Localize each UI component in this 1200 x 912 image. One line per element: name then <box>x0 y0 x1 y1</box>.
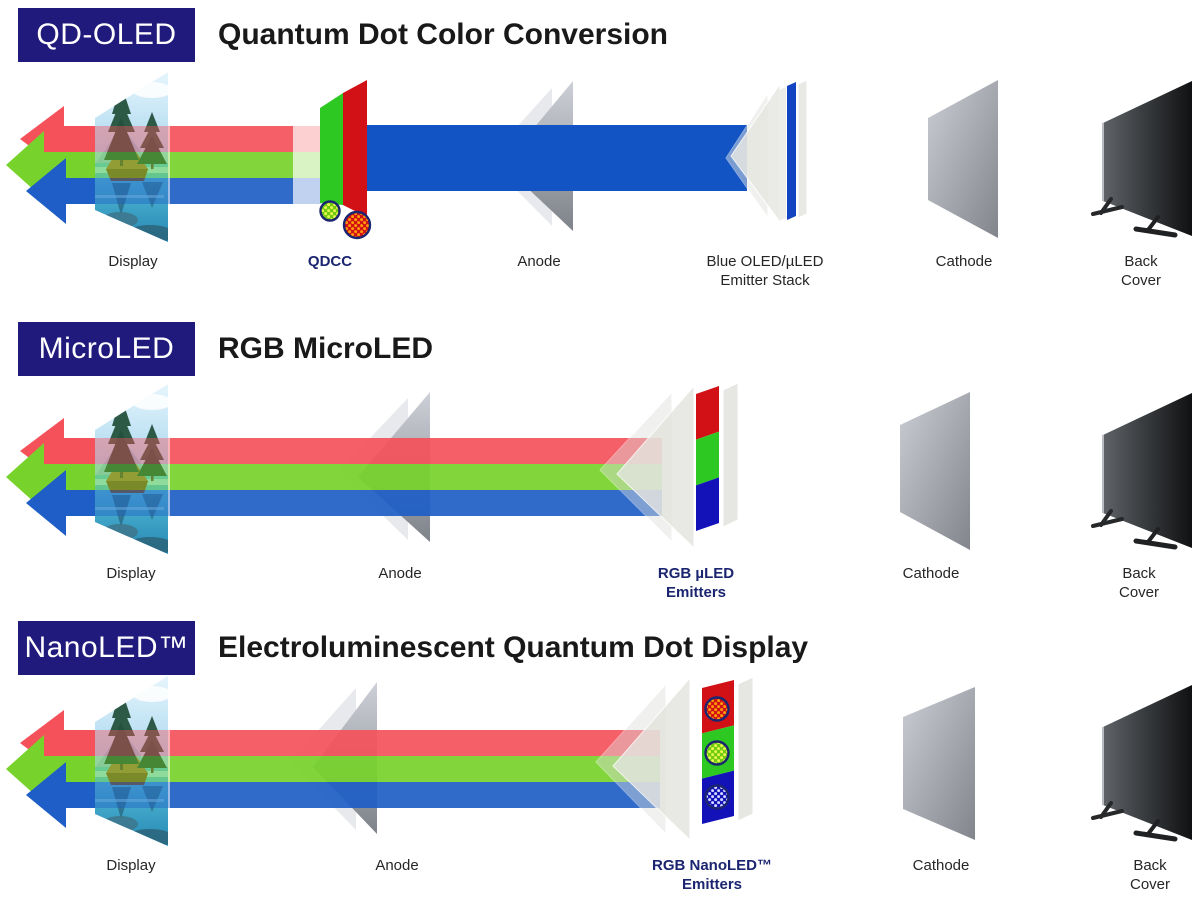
label-cathode: Cathode <box>912 857 970 874</box>
rgb-light-beam <box>6 106 293 224</box>
badge-microled: MicroLED <box>18 322 195 376</box>
row-header-microled: MicroLED RGB MicroLED <box>0 322 1200 380</box>
diagram-microled: Display Anode RGB µLED Emitters Cathode … <box>0 380 1200 620</box>
back-cover-tv <box>1091 685 1192 842</box>
row-header-nanoled: NanoLED™ Electroluminescent Quantum Dot … <box>0 621 1200 679</box>
diagram-nanoled: Display Anode RGB NanoLED™ Emitters Cath… <box>0 672 1200 912</box>
cathode-shape <box>903 687 975 840</box>
label-cathode: Cathode <box>935 253 993 270</box>
badge-nanoled: NanoLED™ <box>18 621 195 675</box>
emitter-stack <box>595 676 754 842</box>
label-display: Display <box>108 253 158 270</box>
quantum-dot-icon <box>704 740 730 766</box>
label-uled-emitters: RGB µLED Emitters <box>657 565 735 601</box>
label-display: Display <box>106 565 156 582</box>
back-cover-tv <box>1091 81 1192 238</box>
quantum-dot-icon <box>704 784 730 810</box>
emitter-stack <box>725 79 808 224</box>
cathode-shape <box>928 80 998 238</box>
label-back-cover: Back Cover <box>1129 857 1171 893</box>
label-anode: Anode <box>375 857 419 874</box>
label-display: Display <box>106 857 156 874</box>
title-qdcc: Quantum Dot Color Conversion <box>218 18 668 51</box>
label-nanoled-emitters: RGB NanoLED™ Emitters <box>652 857 772 893</box>
title-rgb-microled: RGB MicroLED <box>218 332 434 365</box>
row-header-qd-oled: QD-OLED Quantum Dot Color Conversion <box>0 8 1200 66</box>
rgb-light-beam <box>6 418 662 536</box>
quantum-dot-icon <box>319 200 341 222</box>
blue-light-bar <box>367 125 747 191</box>
quantum-dot-icon <box>704 696 730 722</box>
diagram-qd-oled: Display QDCC Anode Blue OLED/µLED Emitte… <box>0 68 1200 308</box>
badge-qd-oled: QD-OLED <box>18 8 195 62</box>
label-emitter-stack: Blue OLED/µLED Emitter Stack <box>706 253 824 289</box>
label-qdcc: QDCC <box>307 253 353 270</box>
label-anode: Anode <box>378 565 422 582</box>
label-anode: Anode <box>517 253 561 270</box>
label-back-cover: Back Cover <box>1118 565 1160 601</box>
back-cover-tv <box>1091 393 1192 550</box>
rgb-light-beam <box>6 710 660 828</box>
label-back-cover: Back Cover <box>1120 253 1162 289</box>
title-el-qd-display: Electroluminescent Quantum Dot Display <box>218 631 809 664</box>
quantum-dot-icon <box>342 210 372 240</box>
cathode-shape <box>900 392 970 550</box>
emitter-stack <box>599 382 739 550</box>
qdcc-layer <box>319 80 372 240</box>
label-cathode: Cathode <box>902 565 960 582</box>
